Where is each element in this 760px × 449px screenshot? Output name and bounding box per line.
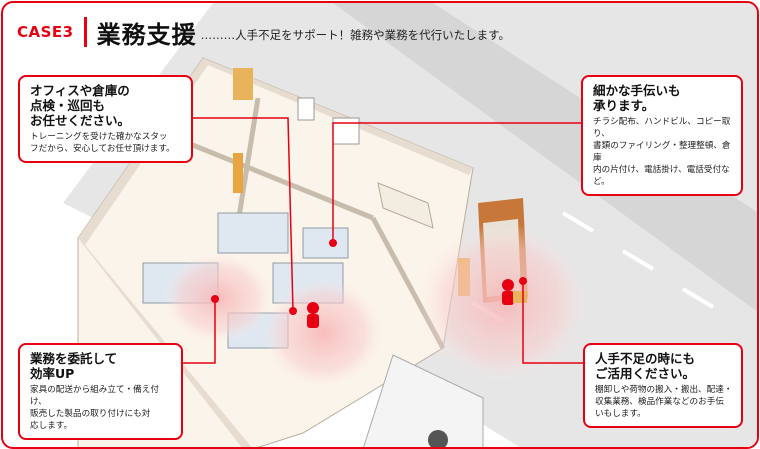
- header-divider: [83, 17, 87, 47]
- callout-staff-shortage: 人手不足の時にも ご活用ください。 棚卸しや荷物の搬入・搬出、配達・ 収集業務、…: [583, 343, 743, 428]
- page-lead: ………人手不足をサポート！雑務や業務を代行いたします。: [200, 28, 510, 42]
- marker-dot: [289, 307, 297, 315]
- page-header: CASE3 業務支援 ………人手不足をサポート！雑務や業務を代行いたします。: [17, 15, 510, 49]
- callout-outsourcing: 業務を委託して 効率UP 家具の配送から組み立て・備え付け、 販売した製品の取り…: [18, 343, 183, 440]
- marker-dot: [211, 295, 219, 303]
- callout-heading: オフィスや倉庫の 点検・巡回も お任せください。: [30, 83, 131, 128]
- callout-text: チラシ配布、ハンドビル、コピー取り、 書類のファイリング・整理整頓、倉庫 内の片…: [593, 117, 731, 187]
- marker-dot: [519, 277, 527, 285]
- callout-inspection: オフィスや倉庫の 点検・巡回も お任せください。 トレーニングを受けた確かなスタ…: [18, 75, 193, 163]
- callout-small-tasks: 細かな手伝いも 承ります。 チラシ配布、ハンドビル、コピー取り、 書類のファイリ…: [581, 75, 743, 196]
- callout-text: 棚卸しや荷物の搬入・搬出、配達・ 収集業務、検品作業などのお手伝 いもします。: [595, 385, 733, 419]
- marker-dot: [329, 239, 337, 247]
- page-title: 業務支援: [96, 20, 197, 49]
- callout-text: 家具の配送から組み立て・備え付け、 販売した製品の取り付けにも対 応します。: [30, 385, 159, 431]
- callout-heading: 業務を委託して 効率UP: [30, 351, 118, 381]
- callout-heading: 人手不足の時にも ご活用ください。: [595, 351, 696, 381]
- case-label: CASE3: [17, 23, 74, 41]
- callout-text: トレーニングを受けた確かなスタッ フだから、安心してお任せ頂けます。: [30, 132, 175, 154]
- callout-heading: 細かな手伝いも 承ります。: [593, 83, 681, 113]
